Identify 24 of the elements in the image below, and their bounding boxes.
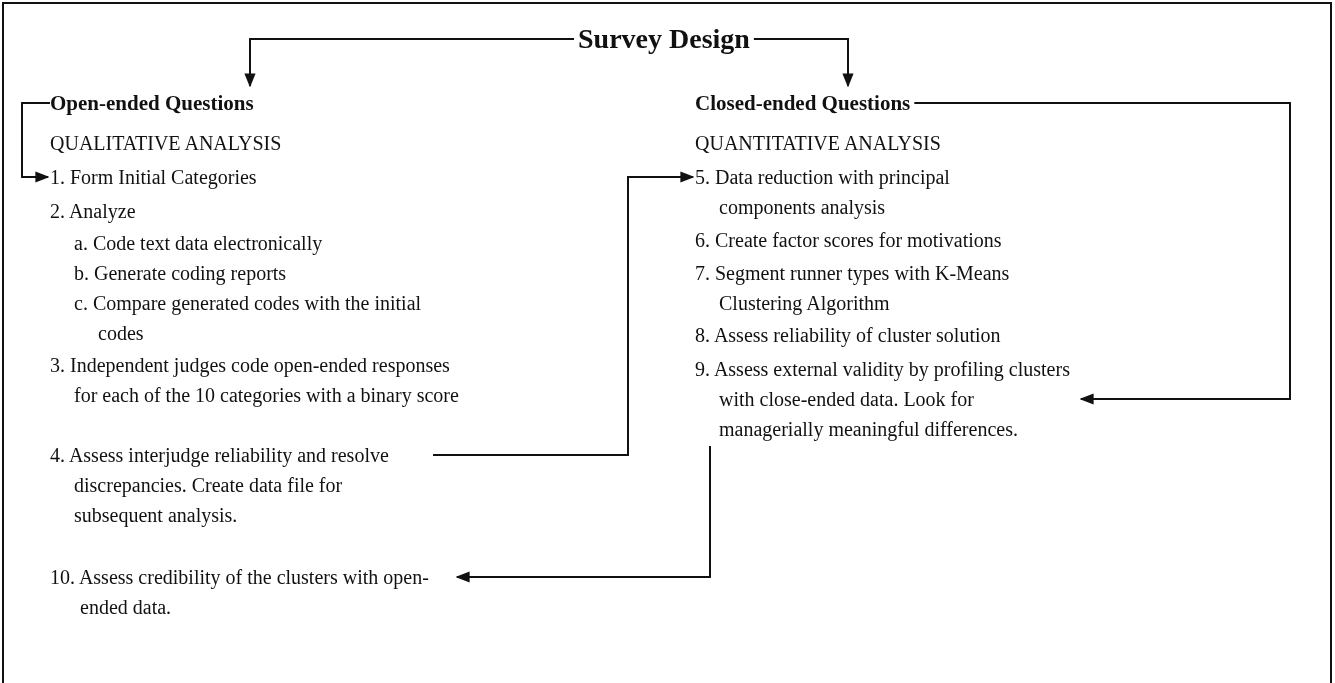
step-text: 9. Assess external validity by profiling clusters with close-ended data. Look for managerially meaningful differences. [695,354,1079,444]
arrow [244,38,575,88]
step-text: 4. Assess interjudge reliability and resolve discrepancies. Create data file for subsequent analysis. [50,440,429,530]
arrow [21,102,51,183]
section-heading: Open-ended Questions [50,88,254,118]
section-subheading: QUANTITATIVE ANALYSIS [695,131,942,156]
substep-text: a. Code text data electronically [74,231,324,257]
arrow [432,171,695,456]
step-text: 6. Create factor scores for motivations [695,228,1003,253]
substep-text: b. Generate coding reports [74,261,288,287]
step-text: 2. Analyze [50,199,137,225]
title-text: Survey Design [578,22,750,56]
step-text: 7. Segment runner types with K-Means Clustering Algorithm [695,261,1011,317]
step-text: 1. Form Initial Categories [50,162,257,192]
arrow [455,445,711,583]
section-subheading: QUALITATIVE ANALYSIS [50,131,283,156]
step-text: 3. Independent judges code open-ended responses for each of the 10 categories with a binary score [50,353,460,409]
arrow [752,38,854,88]
arrow [913,102,1291,405]
section-heading: Closed-ended Questions [695,88,911,118]
step-text: 10. Assess credibility of the clusters with open-ended data. [50,562,455,622]
step-text: 5. Data reduction with principal components analysis [695,162,1029,222]
substep-text: c. Compare generated codes with the initial codes [74,291,423,346]
step-text: 8. Assess reliability of cluster solution [695,323,1002,349]
